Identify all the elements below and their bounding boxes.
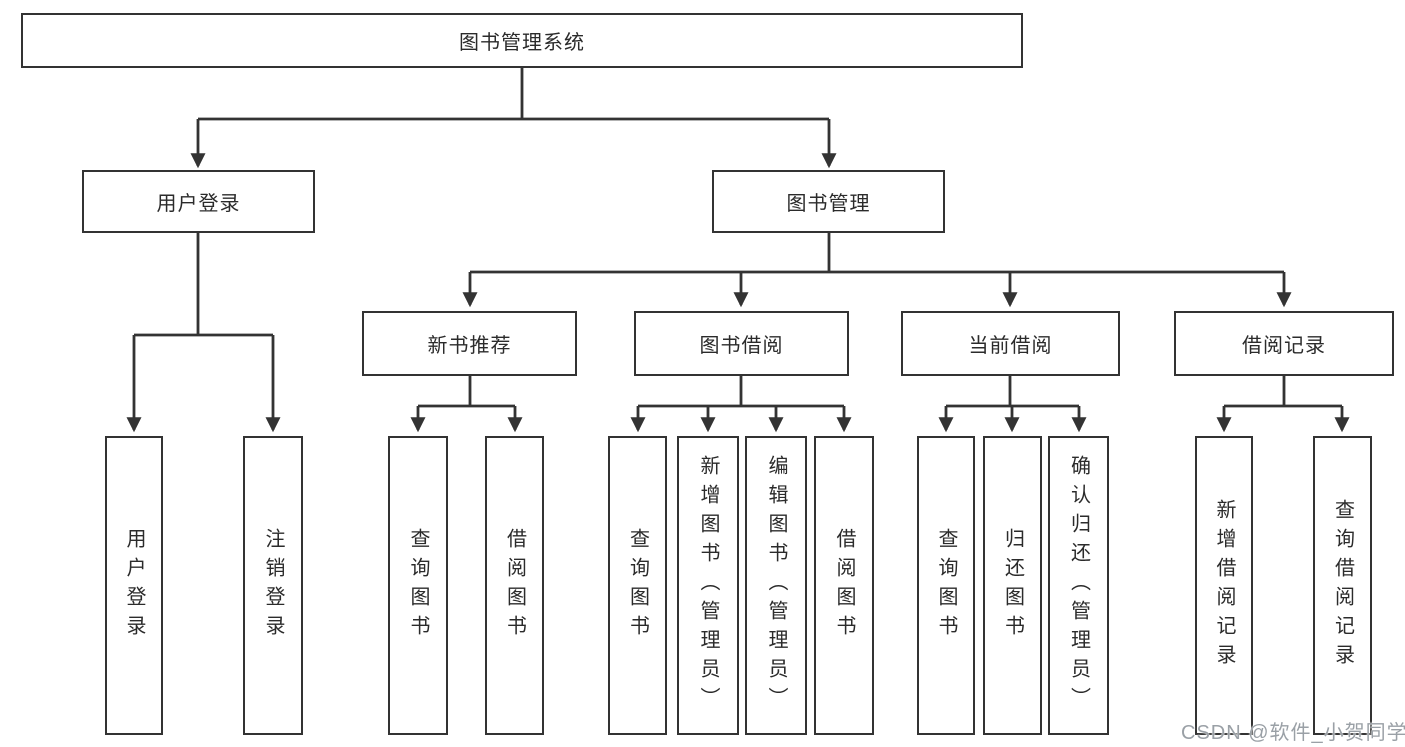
leaf-current-query-books: 查询图书 xyxy=(917,436,975,735)
node-book-borrowing: 图书借阅 xyxy=(634,311,849,376)
watermark: CSDN @软件_小贺同学 xyxy=(1181,722,1405,744)
leaf-recommend-borrow-books: 借阅图书 xyxy=(485,436,544,735)
node-book-management: 图书管理 xyxy=(712,170,945,233)
leaf-current-return-books: 归还图书 xyxy=(983,436,1042,735)
leaf-borrow-borrow-books: 借阅图书 xyxy=(814,436,874,735)
leaf-user-login: 用户登录 xyxy=(105,436,163,735)
node-current-borrowing: 当前借阅 xyxy=(901,311,1120,376)
leaf-logout-login: 注销登录 xyxy=(243,436,303,735)
node-user-login: 用户登录 xyxy=(82,170,315,233)
leaf-records-add-record: 新增借阅记录 xyxy=(1195,436,1253,735)
leaf-recommend-query-books: 查询图书 xyxy=(388,436,448,735)
leaf-borrow-query-books: 查询图书 xyxy=(608,436,667,735)
leaf-records-query-record: 查询借阅记录 xyxy=(1313,436,1372,735)
leaf-borrow-add-books-admin: 新增图书（管理员） xyxy=(677,436,739,735)
node-borrowing-records: 借阅记录 xyxy=(1174,311,1394,376)
node-library-system: 图书管理系统 xyxy=(21,13,1023,68)
leaf-current-confirm-return-admin: 确认归还（管理员） xyxy=(1048,436,1109,735)
leaf-borrow-edit-books-admin: 编辑图书（管理员） xyxy=(745,436,807,735)
node-new-book-recommendation: 新书推荐 xyxy=(362,311,577,376)
